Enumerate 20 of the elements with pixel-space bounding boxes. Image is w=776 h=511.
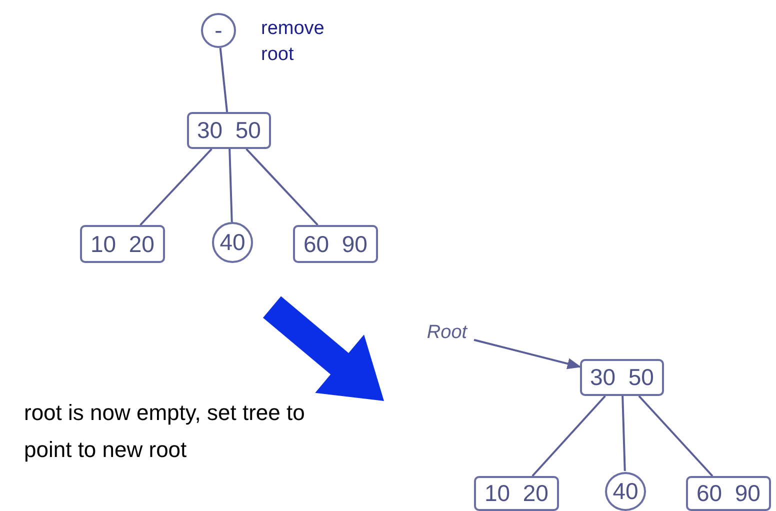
tree-node-circle: 40 (212, 222, 253, 263)
connector-line (246, 148, 318, 226)
connector-line (140, 148, 212, 226)
connector-line (638, 395, 714, 477)
tree-node-box: 30 50 (580, 359, 664, 396)
tree-node-box: 60 90 (293, 225, 378, 263)
node-note: remove root (261, 17, 326, 67)
tree-node-box: 10 20 (474, 476, 559, 511)
connector-line (228, 148, 233, 222)
arrow (474, 338, 582, 370)
connector-line (532, 395, 606, 477)
tree-node-box: 30 50 (187, 112, 271, 149)
pointer-label: Root (420, 320, 474, 346)
tree-node-box: 10 20 (80, 225, 165, 263)
tree-node-circle: - (201, 13, 236, 48)
tree-node-circle: 40 (605, 472, 646, 511)
tree-node-box: 60 90 (686, 476, 771, 511)
note-text: root is now empty, set tree to point to new root (24, 399, 306, 464)
connector-line (219, 48, 228, 112)
connector-line (622, 396, 626, 472)
